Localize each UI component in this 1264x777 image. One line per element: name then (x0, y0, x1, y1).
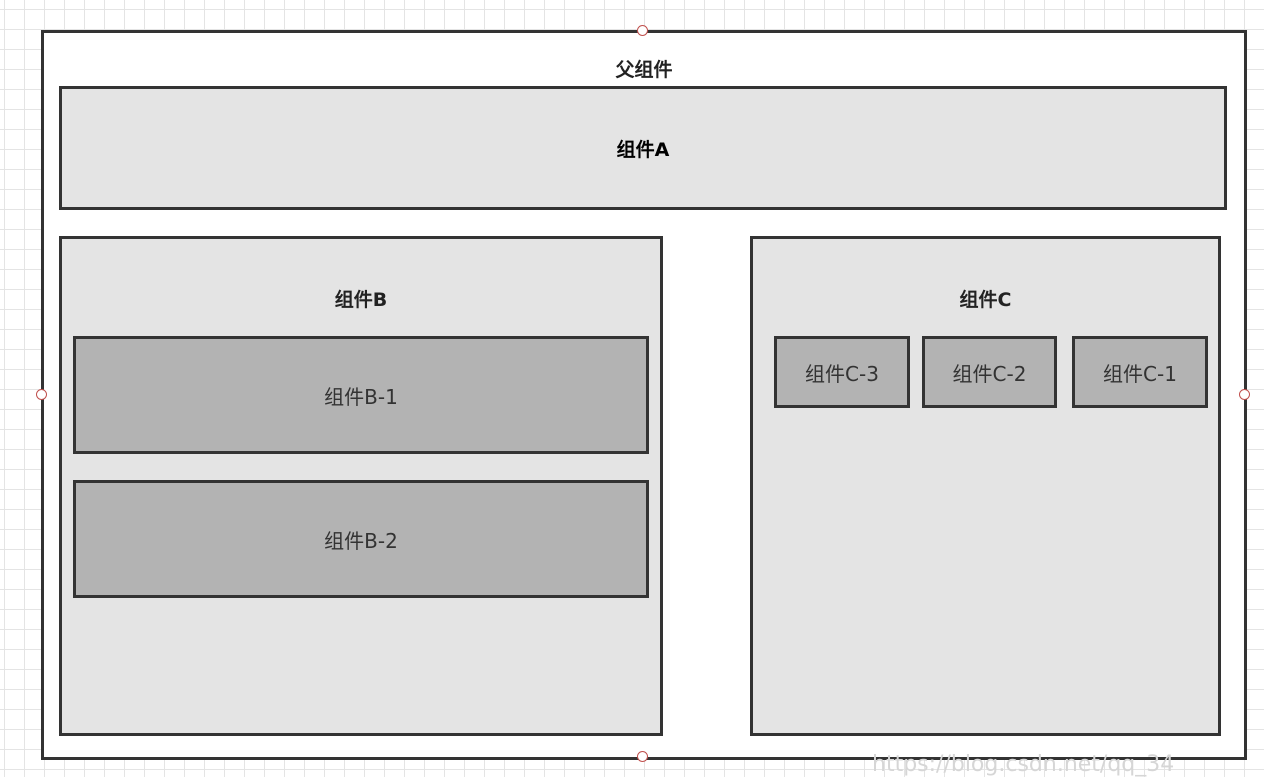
component-c-3-label: 组件C-3 (805, 361, 879, 386)
resize-handle-left[interactable] (36, 389, 47, 400)
parent-component-label: 父组件 (615, 59, 673, 81)
component-b-1-label: 组件B-1 (324, 384, 398, 409)
component-c-label: 组件C (959, 289, 1012, 311)
component-b-1[interactable]: 组件B-1 (73, 336, 649, 454)
component-c-2-label: 组件C-2 (952, 361, 1027, 386)
component-c-1-label: 组件C-1 (1103, 361, 1177, 386)
resize-handle-top[interactable] (637, 25, 648, 36)
resize-handle-bottom[interactable] (637, 751, 648, 762)
component-c[interactable]: 组件C (750, 236, 1221, 736)
resize-handle-right[interactable] (1239, 389, 1250, 400)
component-b-label: 组件B (334, 289, 388, 311)
component-a-label: 组件A (616, 138, 670, 161)
component-b-2-label: 组件B-2 (324, 528, 398, 553)
watermark: https://blog.csdn.net/qq_34 (872, 752, 1175, 777)
component-c-2[interactable]: 组件C-2 (922, 336, 1057, 408)
component-c-1[interactable]: 组件C-1 (1072, 336, 1208, 408)
component-c-3[interactable]: 组件C-3 (774, 336, 910, 408)
component-a[interactable]: 组件A (59, 86, 1227, 210)
component-b-2[interactable]: 组件B-2 (73, 480, 649, 598)
